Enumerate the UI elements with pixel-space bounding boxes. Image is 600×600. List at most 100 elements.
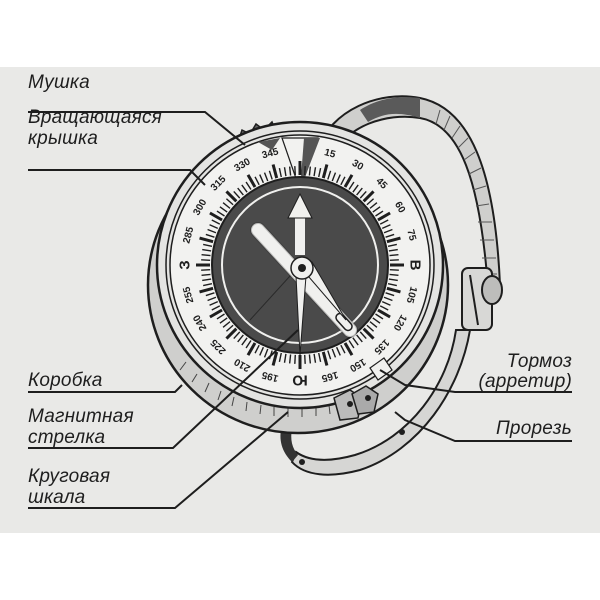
tick-mark xyxy=(362,190,375,203)
tick-mark xyxy=(352,184,359,193)
tick-mark xyxy=(283,353,287,363)
tick-mark xyxy=(335,174,341,184)
tick-mark xyxy=(237,187,244,196)
tick-mark xyxy=(202,278,212,282)
scale-number: 60 xyxy=(392,200,407,216)
tick-mark xyxy=(225,327,238,340)
tick-mark xyxy=(381,300,391,306)
tick-mark xyxy=(263,172,269,182)
tick-mark xyxy=(202,248,212,252)
tick-mark xyxy=(233,331,241,340)
tick-mark xyxy=(359,331,367,340)
tick-mark xyxy=(203,283,213,287)
tick-mark xyxy=(199,236,214,244)
label-rotating-cover-line1: Вращающаяся xyxy=(28,107,162,128)
tick-mark xyxy=(375,210,384,217)
tick-mark xyxy=(383,296,393,302)
tick-mark xyxy=(205,233,215,238)
tick-mark xyxy=(375,313,384,320)
tick-mark xyxy=(331,348,337,358)
tick-mark xyxy=(366,324,375,332)
label-circular-scale-line2: шкала xyxy=(28,487,86,508)
tick-mark xyxy=(259,346,265,356)
tick-mark xyxy=(205,292,215,297)
tick-mark xyxy=(216,313,225,320)
tick-mark xyxy=(359,190,367,199)
tick-mark xyxy=(211,219,221,225)
strap xyxy=(280,95,503,476)
tick-mark xyxy=(207,296,217,302)
scale-number: 75 xyxy=(404,228,418,242)
tick-mark xyxy=(381,224,391,230)
tick-mark xyxy=(318,352,322,362)
tick-mark xyxy=(348,340,355,349)
tick-mark xyxy=(366,198,375,206)
scale-number: 255 xyxy=(181,285,196,304)
scale-number: 15 xyxy=(323,147,337,161)
tick-mark xyxy=(283,167,287,177)
scale-number: 105 xyxy=(403,285,418,304)
tick-mark xyxy=(313,167,317,177)
tick-mark xyxy=(377,211,391,222)
tick-mark xyxy=(327,350,332,360)
tick-mark xyxy=(356,334,363,343)
tick-mark xyxy=(343,174,354,188)
tick-mark xyxy=(225,190,238,203)
label-sight: Мушка xyxy=(28,72,90,93)
tick-mark xyxy=(321,351,329,366)
tick-mark xyxy=(237,334,244,343)
leader-lines xyxy=(28,111,572,509)
tick-mark xyxy=(389,253,399,257)
tick-mark xyxy=(327,170,332,180)
tick-mark xyxy=(385,233,395,238)
tick-mark xyxy=(389,273,399,277)
tick-mark xyxy=(356,187,363,196)
tick-mark xyxy=(288,354,292,364)
scale-number: 345 xyxy=(261,146,280,161)
tick-mark xyxy=(335,346,341,356)
scale-number: Ю xyxy=(292,372,307,389)
tick-mark xyxy=(377,308,391,319)
tick-mark xyxy=(219,206,228,213)
tick-mark xyxy=(222,202,231,209)
tick-mark xyxy=(271,351,279,366)
tick-mark xyxy=(245,181,252,190)
tick-mark xyxy=(254,176,260,186)
tick-mark xyxy=(308,166,312,176)
tick-mark xyxy=(209,308,223,319)
tick-mark xyxy=(362,327,375,340)
tick-mark xyxy=(259,174,265,184)
tick-mark xyxy=(372,317,381,324)
scale-number: 195 xyxy=(260,368,279,383)
tick-mark xyxy=(313,353,317,363)
tick-mark xyxy=(245,340,252,349)
tick-mark xyxy=(369,321,378,328)
tick-mark xyxy=(388,278,398,282)
scale-number: З xyxy=(177,260,194,269)
tick-mark xyxy=(387,283,397,287)
tick-mark xyxy=(388,248,398,252)
tick-mark xyxy=(386,286,401,294)
label-magnetic-needle-line1: Магнитная xyxy=(28,406,134,427)
tick-mark xyxy=(209,224,219,230)
tick-mark xyxy=(211,305,221,311)
scale-number: 30 xyxy=(350,158,366,173)
label-slot: Прорезь xyxy=(495,418,572,439)
tick-mark xyxy=(233,190,241,199)
north-index-arrow xyxy=(287,192,313,255)
tick-mark xyxy=(225,324,234,332)
tick-mark xyxy=(216,210,225,217)
tick-mark xyxy=(372,206,381,213)
brake xyxy=(333,357,393,421)
tick-mark xyxy=(209,211,223,222)
tick-mark xyxy=(199,286,214,294)
tick-mark xyxy=(340,344,346,354)
tick-mark xyxy=(348,181,355,190)
tick-mark xyxy=(225,198,234,206)
tick-mark xyxy=(321,164,329,179)
tick-mark xyxy=(386,236,401,244)
label-circular-scale-line1: Круговая xyxy=(28,466,111,487)
tick-mark xyxy=(263,348,269,358)
compass-drawing: 1530456075В105120135150165Ю1952102252402… xyxy=(28,95,572,509)
tick-mark xyxy=(369,202,378,209)
